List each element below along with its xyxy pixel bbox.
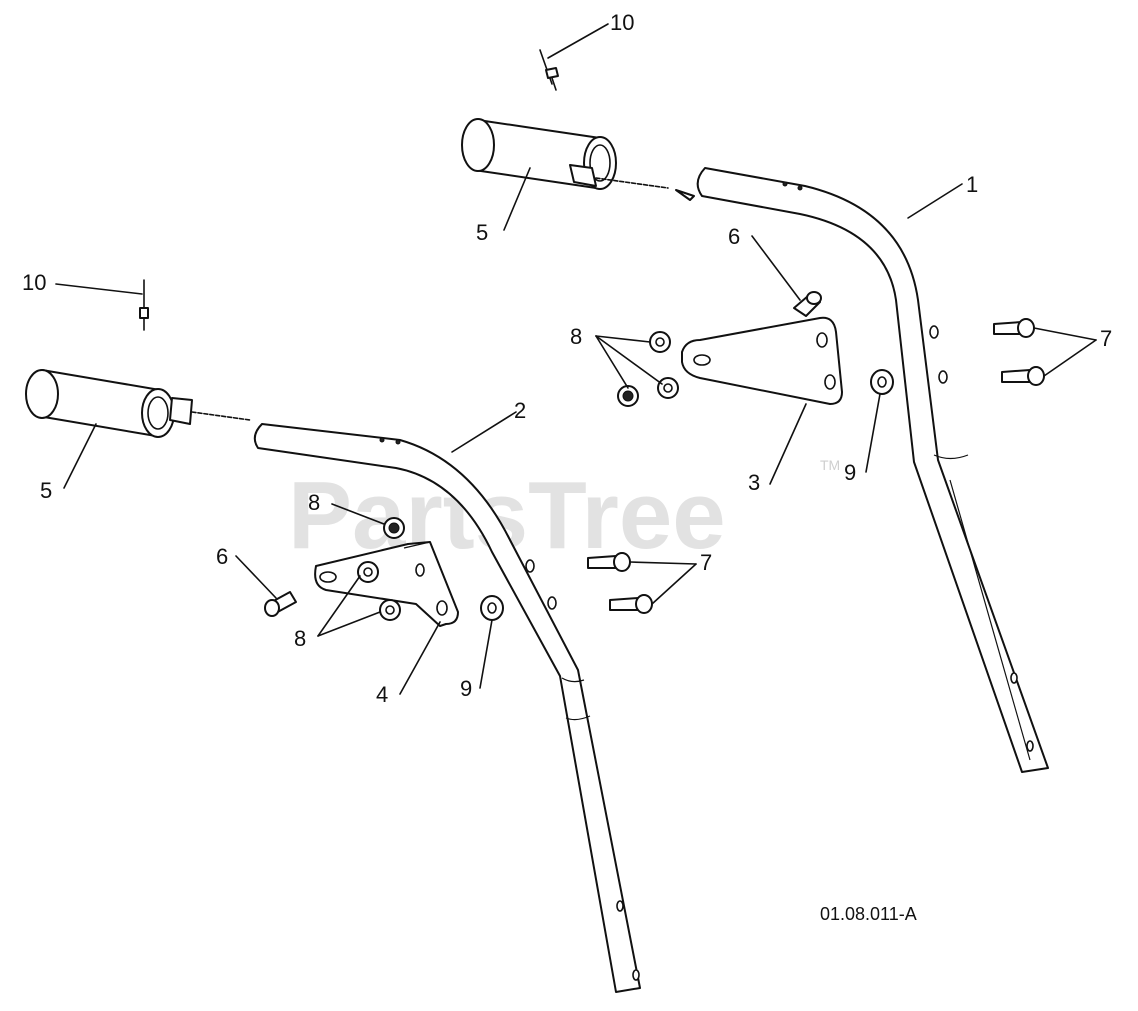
callout-3: 3 bbox=[748, 470, 760, 495]
right-handle-part-1[interactable] bbox=[696, 167, 1049, 773]
lower-grip-screw bbox=[191, 411, 251, 421]
nut-pair-left-part-8[interactable] bbox=[357, 561, 401, 621]
callout-8-lower-left: 8 bbox=[294, 626, 306, 651]
nut-group-right-part-8[interactable] bbox=[617, 331, 679, 407]
callout-9-left: 9 bbox=[460, 676, 472, 701]
callout-1: 1 bbox=[966, 172, 978, 197]
nut-top-left-part-8[interactable] bbox=[383, 517, 405, 539]
bolt-right-part-6[interactable] bbox=[793, 291, 822, 317]
upper-grip-screw-tip bbox=[675, 189, 695, 201]
washer-left-part-9[interactable] bbox=[480, 595, 504, 621]
lower-grip-part-5[interactable] bbox=[25, 369, 193, 438]
callout-5-lower: 5 bbox=[40, 478, 52, 503]
rivet-lower-part-10[interactable] bbox=[139, 279, 149, 331]
callout-10-lower: 10 bbox=[22, 270, 46, 295]
left-handle-part-2[interactable] bbox=[253, 423, 641, 993]
callout-7-center: 7 bbox=[700, 550, 712, 575]
upper-grip-screw bbox=[595, 177, 669, 189]
callout-9-right: 9 bbox=[844, 460, 856, 485]
callout-6-right: 6 bbox=[728, 224, 740, 249]
drawing-code: 01.08.011-A bbox=[820, 904, 917, 924]
bolt-pair-right-part-7[interactable] bbox=[993, 318, 1045, 386]
bolt-pair-center-part-7[interactable] bbox=[587, 552, 653, 614]
callout-5-upper: 5 bbox=[476, 220, 488, 245]
bolt-left-part-6[interactable] bbox=[264, 591, 297, 617]
bracket-part-4[interactable] bbox=[314, 541, 459, 627]
washer-right-part-9[interactable] bbox=[870, 369, 894, 395]
callout-8-right: 8 bbox=[570, 324, 582, 349]
watermark-trademark: TM bbox=[820, 457, 840, 473]
callout-10-upper: 10 bbox=[610, 10, 634, 35]
upper-grip-part-5[interactable] bbox=[461, 118, 617, 190]
bracket-part-3[interactable] bbox=[681, 316, 843, 405]
rivet-upper-part-10[interactable] bbox=[539, 49, 559, 91]
leader-lines bbox=[55, 23, 1097, 695]
callout-2: 2 bbox=[514, 398, 526, 423]
callout-7-right: 7 bbox=[1100, 326, 1112, 351]
callout-4: 4 bbox=[376, 682, 388, 707]
callout-8-top-left: 8 bbox=[308, 490, 320, 515]
callout-6-left: 6 bbox=[216, 544, 228, 569]
